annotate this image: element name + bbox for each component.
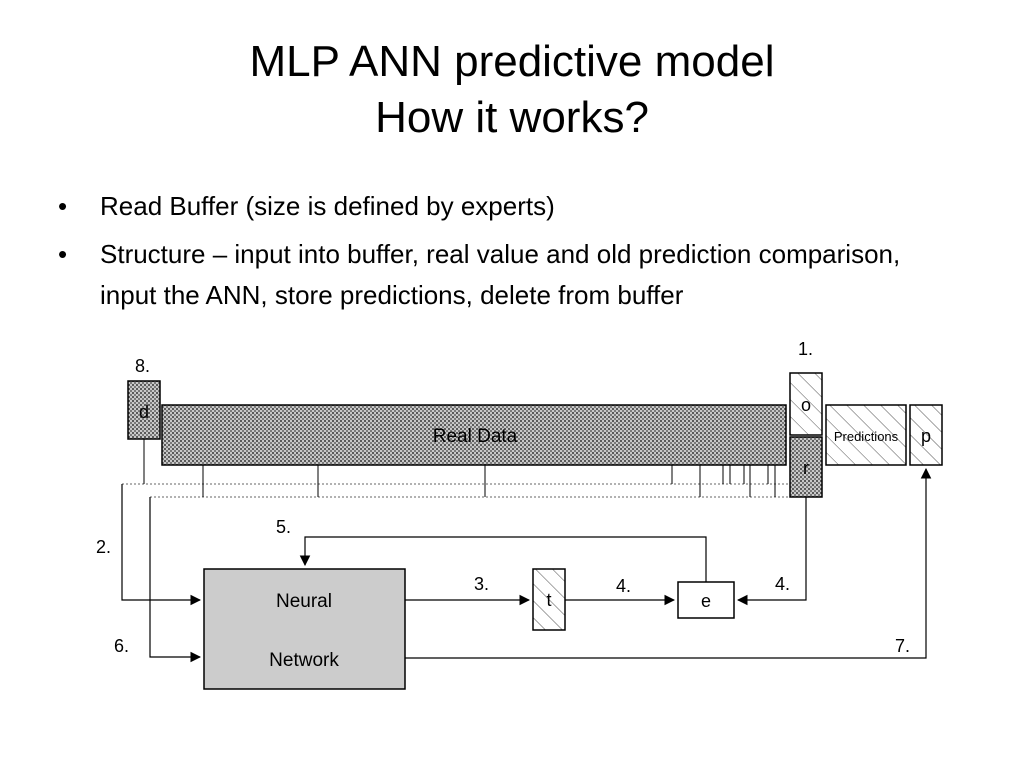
t-box <box>532 568 566 631</box>
bullet-list: • Read Buffer (size is defined by expert… <box>58 186 938 323</box>
o-label: o <box>801 395 811 415</box>
step-label-8: 8. <box>135 356 150 376</box>
real-data-bar <box>161 404 787 466</box>
step-label-1: 1. <box>798 339 813 359</box>
neural-network-label-2: Network <box>269 650 339 671</box>
neural-network-box <box>203 568 406 690</box>
o-box <box>789 372 823 436</box>
r-box <box>789 436 823 498</box>
arrow-step-2 <box>121 484 202 606</box>
arrow-step-7 <box>405 467 932 659</box>
step-label-6: 6. <box>114 636 129 656</box>
slide-title: MLP ANN predictive model How it works? <box>0 34 1024 146</box>
title-line-1: MLP ANN predictive model <box>249 37 775 86</box>
step-label-4b: 4. <box>775 574 790 594</box>
p-box <box>909 404 943 466</box>
bullet-dot: • <box>58 191 68 221</box>
arrow-step-4b <box>736 497 807 606</box>
step-label-3: 3. <box>474 574 489 594</box>
bullet-dot: • <box>58 239 68 269</box>
predictions-box <box>825 404 907 466</box>
arrow-step-5 <box>299 536 707 582</box>
t-label: t <box>546 590 551 610</box>
buffer-tap-lines <box>143 439 776 497</box>
step-label-4a: 4. <box>616 576 631 596</box>
e-label: e <box>701 591 711 611</box>
d-label: d <box>139 402 149 422</box>
p-label: p <box>921 426 931 446</box>
arrow-step-6 <box>149 497 202 663</box>
r-label: r <box>803 458 809 478</box>
neural-network-label-1: Neural <box>276 591 332 612</box>
bullet-text: Structure – input into buffer, real valu… <box>100 239 901 310</box>
step-label-2: 2. <box>96 537 111 557</box>
bullet-item: • Read Buffer (size is defined by expert… <box>58 186 938 227</box>
predictions-label: Predictions <box>834 429 899 444</box>
step-label-7: 7. <box>895 636 910 656</box>
d-buffer-box <box>127 380 161 440</box>
title-line-2: How it works? <box>375 93 649 142</box>
bullet-item: • Structure – input into buffer, real va… <box>58 234 938 316</box>
bullet-text: Read Buffer (size is defined by experts) <box>100 191 555 221</box>
real-data-label: Real Data <box>433 426 518 447</box>
step-label-5: 5. <box>276 517 291 537</box>
